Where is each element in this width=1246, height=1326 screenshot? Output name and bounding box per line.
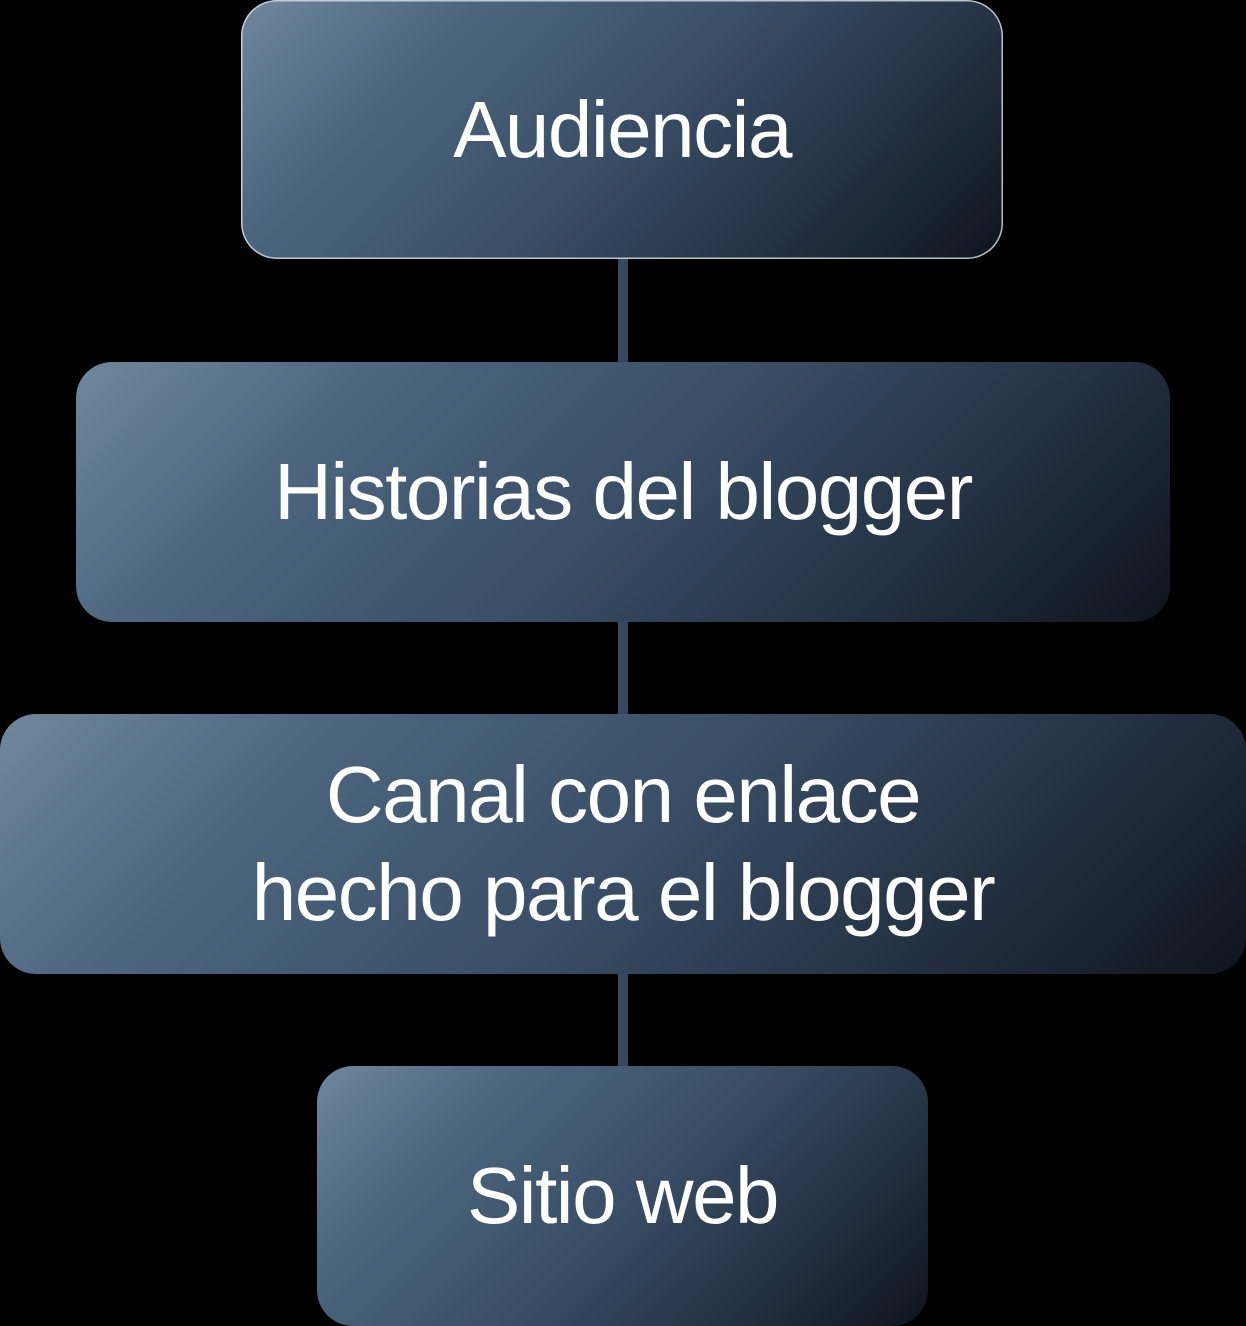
node-canal-con-enlace: Canal con enlace hecho para el blogger bbox=[0, 714, 1246, 974]
node-label: Canal con enlace hecho para el blogger bbox=[251, 750, 996, 937]
connector-canal-sitio bbox=[618, 973, 628, 1067]
node-label: Sitio web bbox=[466, 1151, 780, 1240]
node-label: Audiencia bbox=[453, 84, 792, 174]
node-historias-del-blogger: Historias del blogger bbox=[76, 362, 1170, 622]
node-sitio-web: Sitio web bbox=[317, 1066, 928, 1326]
connector-historias-canal bbox=[618, 621, 628, 715]
node-label: Historias del blogger bbox=[274, 447, 973, 536]
connector-audiencia-historias bbox=[618, 259, 628, 363]
node-audiencia: Audiencia bbox=[241, 0, 1003, 259]
